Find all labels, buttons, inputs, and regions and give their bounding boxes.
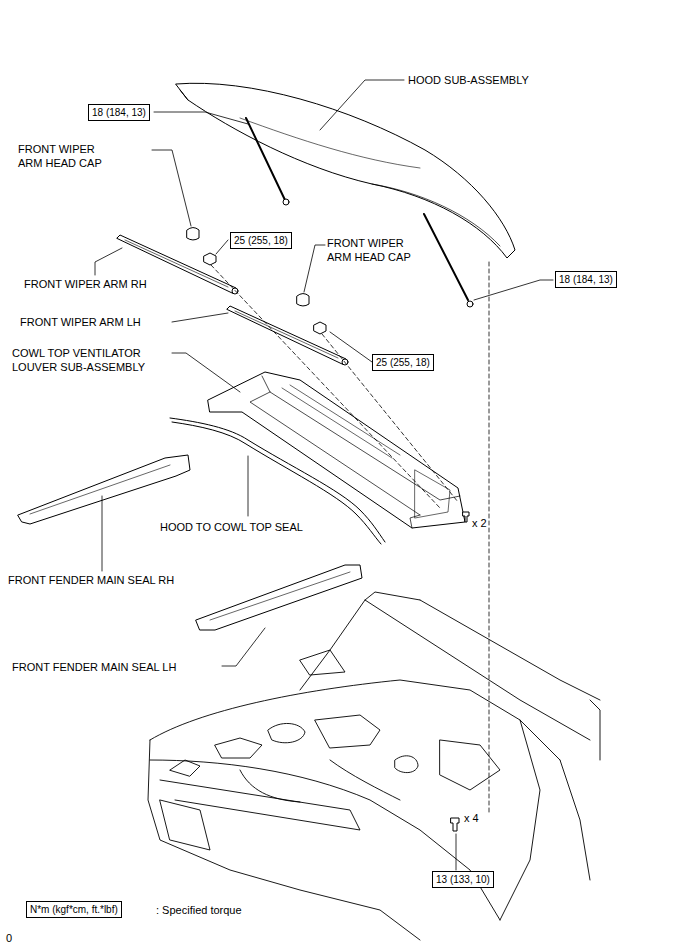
cowl-louver [208, 372, 465, 528]
part-name: FRONT WIPER ARM HEAD CAP [18, 142, 110, 170]
torque-value: 13 (133, 10) [436, 874, 490, 885]
figure-mark: 0 [6, 931, 12, 945]
quantity: x 2 [472, 516, 487, 530]
head-cap [297, 294, 309, 307]
part-name: COWL TOP VENTILATOR LOUVER SUB-ASSEMBLY [12, 346, 170, 374]
torque-value: 18 (184, 13) [559, 274, 613, 285]
part-name: HOOD TO COWL TOP SEAL [160, 520, 303, 534]
part-name: HOOD SUB-ASSEMBLY [408, 73, 529, 87]
part-name: FRONT WIPER ARM RH [24, 277, 147, 291]
torque-value: N*m (kgf*cm, ft.*lbf) [30, 904, 118, 915]
torque-callout: 25 (255, 18) [230, 232, 292, 249]
torque-value: 25 (255, 18) [234, 235, 288, 246]
part-name: FRONT FENDER MAIN SEAL LH [12, 660, 176, 674]
hood-drawing [176, 83, 515, 307]
part-name: FRONT FENDER MAIN SEAL RH [8, 573, 174, 587]
wiper-arm-lh [227, 306, 348, 365]
torque-callout: 18 (184, 13) [88, 104, 150, 121]
bolt [451, 818, 459, 831]
vehicle-drawing [148, 592, 600, 940]
quantity: x 4 [464, 811, 479, 825]
head-cap [187, 228, 199, 241]
clip [463, 512, 469, 522]
alignment-line [211, 262, 489, 815]
leader-line [95, 80, 553, 870]
fender-seal-rh [18, 455, 190, 524]
part-name: FRONT WIPER ARM HEAD CAP [327, 236, 419, 264]
torque-callout: 25 (255, 18) [372, 354, 434, 371]
torque-value: 25 (255, 18) [376, 357, 430, 368]
unit-legend-box: N*m (kgf*cm, ft.*lbf) [26, 901, 122, 918]
legend-text: : Specified torque [156, 903, 242, 917]
torque-callout: 18 (184, 13) [555, 271, 617, 288]
part-name: FRONT WIPER ARM LH [20, 315, 141, 329]
torque-value: 18 (184, 13) [92, 107, 146, 118]
torque-callout: 13 (133, 10) [432, 871, 494, 888]
fender-seal-lh [196, 565, 362, 630]
